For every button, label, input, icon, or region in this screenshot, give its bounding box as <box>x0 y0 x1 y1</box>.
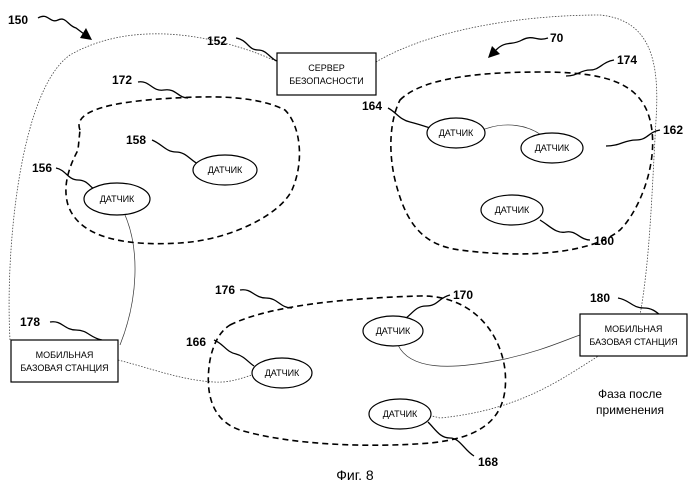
arrow-head-150 <box>80 28 92 40</box>
leader-160 <box>540 220 590 240</box>
mobile-base-station-left-line2: БАЗОВАЯ СТАНЦИЯ <box>20 363 108 373</box>
cluster-174 <box>391 72 653 254</box>
leader-150 <box>38 16 84 34</box>
sensor-168-label: ДАТЧИК <box>383 409 418 419</box>
leader-158 <box>152 140 198 164</box>
leader-178 <box>50 322 102 340</box>
leader-176 <box>240 290 292 308</box>
leader-166 <box>214 340 254 366</box>
ref-178: 178 <box>20 315 40 329</box>
link-right-station-to-168 <box>432 355 600 418</box>
ref-158: 158 <box>126 133 146 147</box>
mobile-base-station-right-line1: МОБИЛЬНАЯ <box>605 324 663 334</box>
leader-172 <box>138 82 188 98</box>
ref-176: 176 <box>215 283 235 297</box>
ref-166: 166 <box>186 335 206 349</box>
ref-160: 160 <box>594 234 614 248</box>
mobile-base-station-right-line2: БАЗОВАЯ СТАНЦИЯ <box>589 337 677 347</box>
security-server-box <box>277 53 376 95</box>
ref-172: 172 <box>112 73 132 87</box>
mobile-base-station-left-line1: МОБИЛЬНАЯ <box>36 350 94 360</box>
sensor-158-label: ДАТЧИК <box>208 165 243 175</box>
sensor-166-label: ДАТЧИК <box>265 368 300 378</box>
sensor-164-label: ДАТЧИК <box>439 128 474 138</box>
figure-caption: Фиг. 8 <box>336 467 374 483</box>
security-server-line2: БЕЗОПАСНОСТИ <box>289 76 364 86</box>
leader-168 <box>428 422 474 456</box>
ref-168: 168 <box>478 455 498 469</box>
link-170-to-right-station <box>398 335 580 366</box>
security-server-line1: СЕРВЕР <box>308 63 345 73</box>
ref-150: 150 <box>8 13 28 27</box>
ref-180: 180 <box>590 291 610 305</box>
ref-170: 170 <box>453 288 473 302</box>
leader-174 <box>566 60 614 76</box>
phase-note-line1: Фаза после <box>598 387 662 401</box>
ref-162: 162 <box>663 123 683 137</box>
sensor-160-label: ДАТЧИК <box>495 205 530 215</box>
ref-156: 156 <box>32 161 52 175</box>
mobile-base-station-left-box <box>11 340 118 382</box>
sensor-170-label: ДАТЧИК <box>376 326 411 336</box>
leader-70 <box>496 38 548 50</box>
leader-156 <box>56 168 96 190</box>
link-left-station-to-166 <box>118 360 252 382</box>
link-156-to-left-station <box>120 215 135 345</box>
sensor-156-label: ДАТЧИК <box>100 194 135 204</box>
ref-70: 70 <box>550 31 564 45</box>
ref-164: 164 <box>362 99 382 113</box>
sensor-162-label: ДАТЧИК <box>535 143 570 153</box>
leader-152 <box>236 38 280 62</box>
mobile-base-station-right-box <box>580 314 687 356</box>
ref-174: 174 <box>617 53 637 67</box>
phase-note-line2: применения <box>596 403 664 417</box>
ref-152: 152 <box>207 34 227 48</box>
cluster-172 <box>66 97 300 244</box>
